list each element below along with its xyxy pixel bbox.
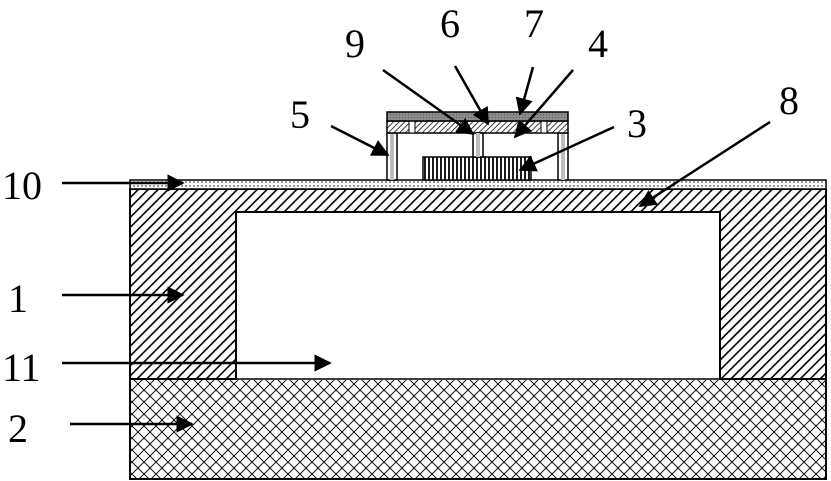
label-2: 2 bbox=[8, 406, 28, 451]
label-7: 7 bbox=[524, 1, 544, 46]
arrow-9 bbox=[382, 68, 475, 136]
top-plate-7 bbox=[386, 111, 569, 122]
arrow-3 bbox=[518, 125, 615, 172]
label-1: 1 bbox=[8, 276, 28, 321]
label-11: 11 bbox=[2, 345, 41, 390]
label-10: 10 bbox=[2, 163, 42, 208]
striped-block-3 bbox=[422, 156, 532, 181]
arrow-5 bbox=[330, 124, 390, 157]
arrow-6 bbox=[453, 65, 490, 126]
label-6: 6 bbox=[440, 1, 460, 46]
substrate-layer-2 bbox=[129, 378, 827, 480]
label-3: 3 bbox=[627, 101, 647, 146]
arrow-8 bbox=[638, 120, 771, 208]
arrow-4 bbox=[513, 69, 574, 139]
thin-layer-10 bbox=[129, 179, 827, 190]
label-9: 9 bbox=[345, 21, 365, 66]
arrow-7 bbox=[515, 66, 535, 116]
label-4: 4 bbox=[588, 21, 608, 66]
post-9 bbox=[472, 132, 484, 158]
cavity-11 bbox=[235, 211, 721, 380]
label-8: 8 bbox=[779, 78, 799, 123]
label-5: 5 bbox=[290, 92, 310, 137]
